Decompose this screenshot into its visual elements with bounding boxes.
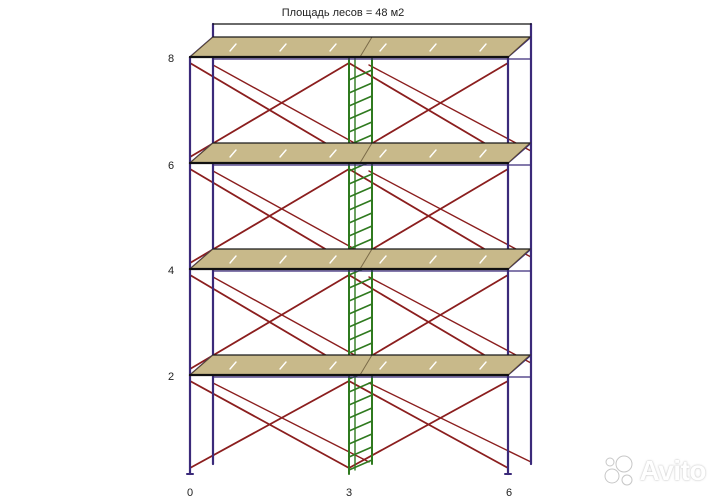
deck-mark-2-0 [229,255,237,264]
brace-back-left-2 [212,276,370,364]
y-label-4: 4 [168,265,174,277]
deck-seam-0 [359,36,373,58]
deck-mark-0-5 [479,43,487,52]
deck-level-1 [188,142,532,164]
y-label-2: 2 [168,371,174,383]
brace-back-right-1 [368,170,532,258]
ladder-rung [348,82,373,94]
deck-level-0 [188,36,532,58]
avito-logo-icon [604,455,633,486]
ladder-rung [348,121,373,133]
deck-seam-1 [359,142,373,164]
area-title: Площадь лесов = 48 м2 [282,7,405,19]
ladder-rung [348,277,373,289]
x-label-0: 0 [187,487,193,499]
ladder-rung [348,95,373,107]
brace-front-right-b-1 [348,168,509,264]
deck-mark-3-4 [429,361,437,370]
brace-back-left-3 [212,382,370,463]
ladder-rung [348,108,373,120]
deck-mark-3-0 [229,361,237,370]
x-label-6: 6 [506,487,512,499]
deck-mark-1-3 [379,149,387,158]
ladder-rung [348,459,373,471]
x-label-3: 3 [346,487,352,499]
deck-seam-3 [359,354,373,376]
deck-level-3 [188,354,532,376]
ladder-rung [348,290,373,302]
avito-watermark: Avito [602,454,707,488]
deck-mark-3-3 [379,361,387,370]
ladder-rung [348,212,373,224]
cross-braces [189,62,532,469]
ladder-rung [348,329,373,341]
deck-mark-0-4 [429,43,437,52]
deck-mark-1-2 [329,149,337,158]
brace-front-left-b-2 [189,274,350,370]
ladder-rung [348,238,373,250]
brace-front-right-b-2 [348,274,509,370]
deck-mark-1-1 [279,149,287,158]
deck-mark-0-3 [379,43,387,52]
ladder-rung [348,199,373,211]
ladder-rung [348,433,373,445]
deck-mark-2-4 [429,255,437,264]
brace-back-left-1 [212,170,370,258]
brace-front-left-b-0 [189,62,350,158]
deck-mark-2-1 [279,255,287,264]
ladder-rung [348,446,373,458]
deck-level-2 [188,248,532,270]
brace-front-right-b-3 [348,380,509,469]
ladder-rung [348,303,373,315]
brace-back-right-0 [368,64,532,152]
watermark-text: Avito [639,455,707,486]
brace-front-right-b-0 [348,62,509,158]
y-label-8: 8 [168,53,174,65]
deck-mark-1-4 [429,149,437,158]
ladder-rung [348,407,373,419]
ladder-rung [348,342,373,354]
deck-mark-3-5 [479,361,487,370]
deck-mark-2-2 [329,255,337,264]
ladder-rung [348,420,373,432]
ladder-rung [348,69,373,81]
ladder-rung [348,186,373,198]
brace-back-right-3 [368,382,532,463]
ladder-rung [348,394,373,406]
deck-mark-0-2 [329,43,337,52]
deck-seam-2 [359,248,373,270]
brace-back-right-2 [368,276,532,364]
deck-mark-3-2 [329,361,337,370]
deck-mark-1-0 [229,149,237,158]
deck-mark-0-0 [229,43,237,52]
deck-platforms [188,36,532,377]
ladder-rung [348,173,373,185]
ladder-rung [348,381,373,393]
brace-front-left-b-1 [189,168,350,264]
deck-mark-3-1 [279,361,287,370]
deck-mark-2-3 [379,255,387,264]
deck-mark-2-5 [479,255,487,264]
brace-back-left-0 [212,64,370,152]
deck-mark-1-5 [479,149,487,158]
deck-mark-0-1 [279,43,287,52]
brace-front-left-b-3 [189,380,350,469]
ladder-rung [348,316,373,328]
ladder-rung [348,225,373,237]
y-label-6: 6 [168,160,174,172]
